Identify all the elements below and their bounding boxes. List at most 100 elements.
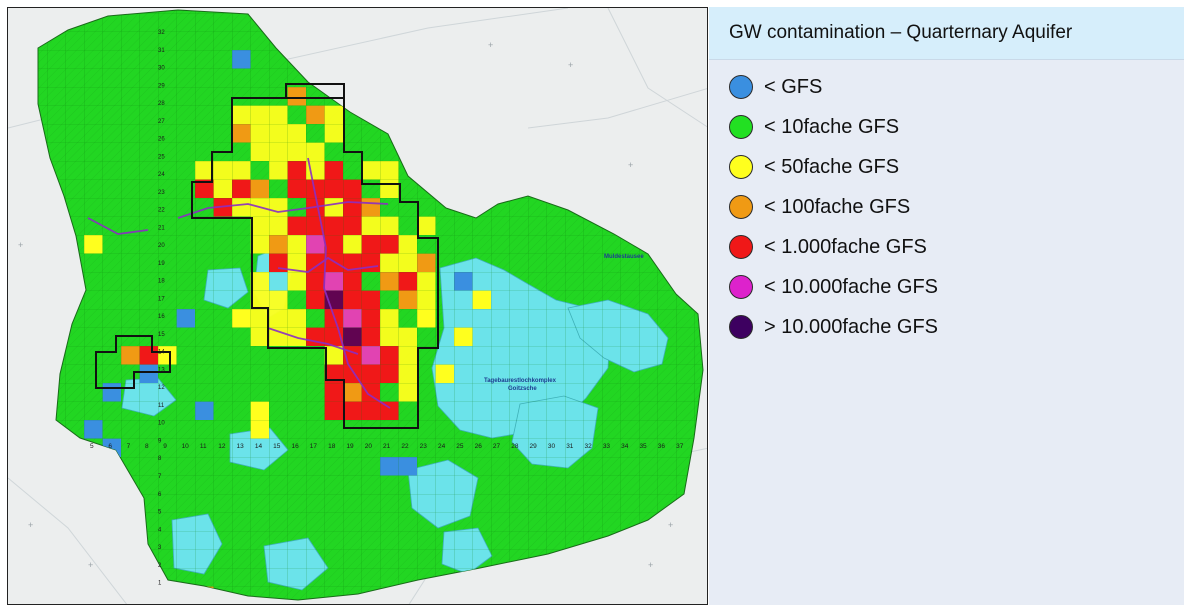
- grid-row-number: 25: [158, 154, 165, 160]
- legend-swatch: [729, 235, 753, 259]
- grid-column-number: 22: [401, 443, 409, 450]
- map-legend: GW contamination – Quarternary Aquifer <…: [709, 7, 1184, 605]
- grid-row-number: 9: [158, 438, 162, 444]
- grid-row-number: 29: [158, 83, 165, 89]
- grid-column-number: 31: [566, 443, 574, 450]
- legend-item: < 50fache GFS: [729, 153, 899, 181]
- grid-row-number: 30: [158, 66, 165, 72]
- legend-item: < GFS: [729, 73, 822, 101]
- grid-column-number: 10: [182, 443, 190, 450]
- grid-column-number: 8: [145, 443, 149, 450]
- grid-column-number: 23: [420, 443, 428, 450]
- svg-text:+: +: [28, 520, 33, 530]
- legend-item: < 100fache GFS: [729, 193, 910, 221]
- legend-label: > 10.000fache GFS: [764, 315, 939, 338]
- grid-row-number: 21: [158, 225, 165, 231]
- grid-column-number: 27: [493, 443, 501, 450]
- grid-row-number: 12: [158, 385, 165, 391]
- legend-item: > 10.000fache GFS: [729, 313, 938, 341]
- grid-column-number: 14: [255, 443, 263, 450]
- svg-text:+: +: [568, 60, 573, 70]
- svg-text:+: +: [668, 520, 673, 530]
- grid-row-number: 8: [158, 456, 162, 462]
- svg-text:+: +: [488, 40, 493, 50]
- grid-column-number: 19: [346, 443, 354, 450]
- grid-row-number: 3: [158, 545, 162, 551]
- grid-column-number: 26: [475, 443, 483, 450]
- legend-swatch: [729, 195, 753, 219]
- legend-label: < 10.000fache GFS: [764, 275, 939, 298]
- svg-text:+: +: [18, 240, 23, 250]
- grid-column-number: 32: [585, 443, 593, 450]
- grid-column-number: 20: [365, 443, 373, 450]
- grid-row-number: 1: [158, 581, 162, 587]
- grid-row-number: 31: [158, 48, 165, 54]
- grid-row-number: 2: [158, 563, 162, 569]
- grid-column-number: 6: [108, 443, 112, 450]
- grid-row-number: 10: [158, 421, 165, 427]
- grid-row-number: 15: [158, 332, 165, 338]
- legend-swatch: [729, 155, 753, 179]
- grid-column-number: 29: [530, 443, 538, 450]
- grid-column-number: 12: [218, 443, 226, 450]
- legend-swatch: [729, 75, 753, 99]
- grid-row-number: 7: [158, 474, 162, 480]
- grid-column-number: 34: [621, 443, 629, 450]
- svg-text:+: +: [628, 160, 633, 170]
- grid-column-number: 28: [511, 443, 519, 450]
- legend-swatch: [729, 115, 753, 139]
- grid-column-number: 5: [90, 443, 94, 450]
- grid-column-number: 24: [438, 443, 446, 450]
- grid-row-number: 5: [158, 510, 162, 516]
- grid-row-number: 22: [158, 208, 165, 214]
- legend-label: < 50fache GFS: [764, 155, 900, 178]
- svg-text:+: +: [88, 560, 93, 570]
- legend-title: GW contamination – Quarternary Aquifer: [709, 7, 1184, 60]
- grid-column-number: 25: [456, 443, 464, 450]
- legend-swatch: [729, 275, 753, 299]
- grid-row-number: 18: [158, 279, 165, 285]
- grid-row-number: 11: [158, 403, 165, 409]
- grid-column-number: 13: [237, 443, 245, 450]
- grid-row-number: 13: [158, 367, 165, 373]
- grid-column-number: 16: [291, 443, 299, 450]
- grid-row-number: 6: [158, 492, 162, 498]
- grid-row-number: 14: [158, 350, 165, 356]
- grid-row-number: 4: [158, 527, 162, 533]
- grid-column-number: 15: [273, 443, 281, 450]
- grid-column-number: 17: [310, 443, 318, 450]
- grid-row-number: 17: [158, 296, 165, 302]
- grid-row-number: 24: [158, 172, 165, 178]
- grid-row-number: 32: [158, 30, 165, 36]
- legend-item: < 1.000fache GFS: [729, 233, 927, 261]
- grid-column-number: 33: [603, 443, 611, 450]
- legend-item: < 10fache GFS: [729, 113, 899, 141]
- grid-column-number: 35: [639, 443, 647, 450]
- place-label-tagebaurestlochkomplex: Tagebaurestlochkomplex: [484, 378, 557, 384]
- grid-column-number: 7: [127, 443, 131, 450]
- grid-row-number: 19: [158, 261, 165, 267]
- grid-row-number: 16: [158, 314, 165, 320]
- grid-column-number: 21: [383, 443, 391, 450]
- place-label-goitzsche: Goitzsche: [508, 386, 537, 392]
- legend-label: < 100fache GFS: [764, 195, 911, 218]
- legend-item: < 10.000fache GFS: [729, 273, 938, 301]
- legend-label: < GFS: [764, 75, 823, 98]
- grid-row-number: 26: [158, 137, 165, 143]
- grid-column-number: 18: [328, 443, 336, 450]
- place-label-muldestausee: Muldestausee: [604, 254, 644, 260]
- grid-row-number: 28: [158, 101, 165, 107]
- legend-label: < 10fache GFS: [764, 115, 900, 138]
- legend-label: < 1.000fache GFS: [764, 235, 927, 258]
- grid-column-number: 11: [200, 443, 207, 450]
- grid-column-number: 30: [548, 443, 556, 450]
- svg-text:+: +: [648, 560, 653, 570]
- grid-row-number: 20: [158, 243, 165, 249]
- contamination-map: + + + + + + + +: [7, 7, 708, 605]
- grid-row-number: 23: [158, 190, 165, 196]
- legend-swatch: [729, 315, 753, 339]
- grid-column-number: 36: [658, 443, 666, 450]
- grid-row-number: 27: [158, 119, 165, 125]
- grid-column-number: 9: [163, 443, 167, 450]
- grid-column-number: 37: [676, 443, 684, 450]
